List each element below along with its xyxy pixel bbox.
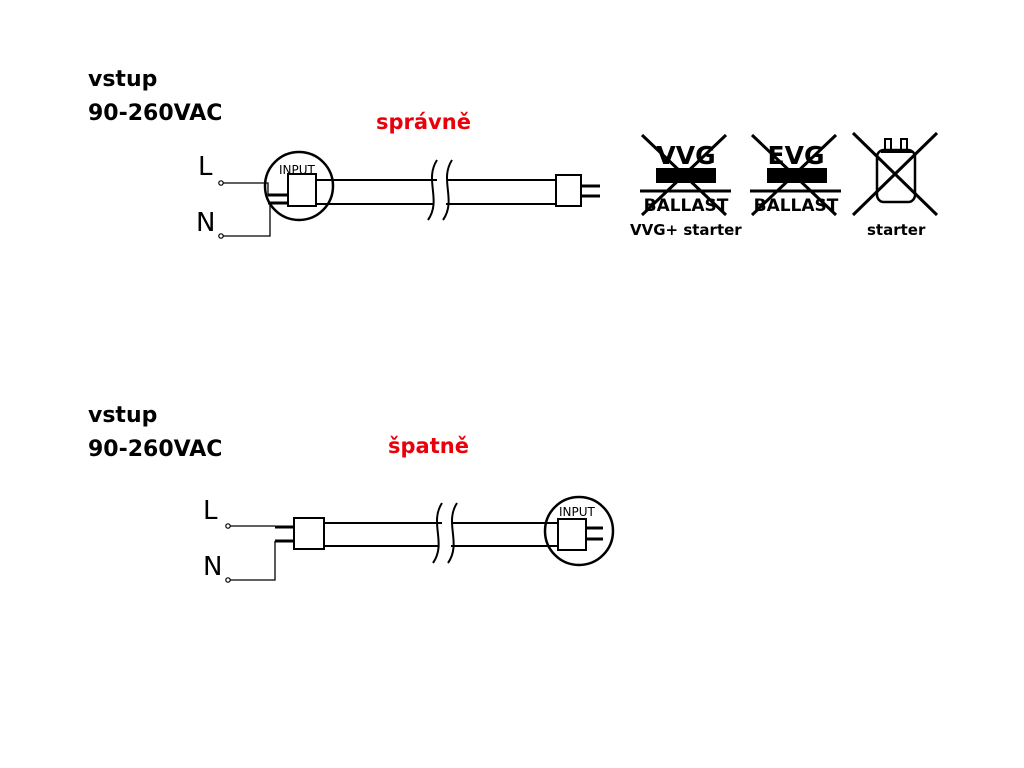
bottom-input-voltage: 90-260VAC — [88, 437, 223, 462]
bottom-input-highlight-circle — [543, 495, 615, 567]
bottom-terminal-l — [225, 523, 231, 529]
bottom-input-label: vstup — [88, 403, 158, 428]
top-break-mark — [427, 159, 438, 221]
top-terminal-n — [218, 233, 224, 239]
bottom-terminal-n — [225, 577, 231, 583]
ballast-vvg-caption: VVG+ starter — [630, 221, 742, 239]
bottom-tube — [225, 495, 615, 583]
top-input-label: vstup — [88, 67, 158, 92]
ballast-vvg-subtitle: BALLAST — [644, 196, 729, 216]
top-terminal-l — [218, 180, 224, 186]
bottom-left-endcap — [293, 517, 325, 550]
ballast-evg-crossed-icon: EVG BALLAST — [750, 133, 841, 217]
ballast-evg-subtitle: BALLAST — [754, 196, 839, 216]
ballast-vvg-crossed-icon: VVG BALLAST — [640, 133, 731, 217]
top-wire-n — [223, 202, 288, 237]
top-verdict-correct: správně — [376, 110, 471, 134]
top-tube — [218, 150, 600, 239]
starter-crossed-icon — [851, 131, 939, 217]
bottom-wire-n — [230, 541, 276, 581]
top-wire-l-label: L — [198, 152, 213, 182]
top-wire-l — [223, 182, 288, 196]
bottom-wire-l-label: L — [203, 496, 218, 526]
top-input-endcap — [287, 173, 317, 207]
top-input-marker: INPUT — [279, 163, 316, 177]
bottom-break-mark — [432, 502, 443, 564]
top-output-endcap — [555, 174, 582, 207]
bottom-input-endcap — [557, 518, 587, 551]
starter-caption: starter — [867, 221, 926, 239]
bottom-input-marker: INPUT — [559, 505, 596, 519]
top-input-highlight-circle — [263, 150, 335, 222]
bottom-wire-n-label: N — [203, 552, 223, 582]
bottom-verdict-wrong: špatně — [388, 434, 469, 458]
top-input-voltage: 90-260VAC — [88, 101, 223, 126]
top-wire-n-label: N — [196, 208, 216, 238]
